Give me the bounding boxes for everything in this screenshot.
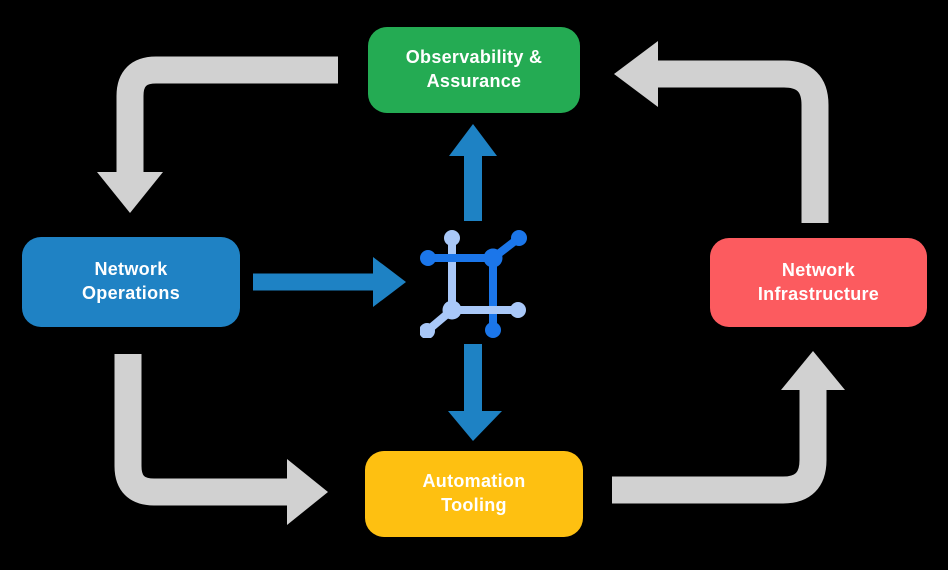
network-icon-light-branch xyxy=(420,230,462,338)
arrow-automation-to-infrastructure xyxy=(612,351,845,504)
arrow-center-to-observability xyxy=(449,124,497,221)
arrow-operations-to-center xyxy=(253,257,406,307)
node-observability-label: Observability & Assurance xyxy=(405,47,543,91)
network-platform-icon xyxy=(420,230,527,338)
network-icon-light-crossbar xyxy=(452,302,526,318)
node-automation-tooling: Automation Tooling xyxy=(365,451,583,537)
arrow-operations-to-automation xyxy=(114,354,328,525)
node-operations-label: Network Operations xyxy=(81,259,181,303)
network-icon-dark-branch xyxy=(420,230,527,338)
node-observability-assurance: Observability & Assurance xyxy=(368,27,580,113)
arrow-infrastructure-to-observability xyxy=(614,41,829,223)
node-network-operations: Network Operations xyxy=(22,237,240,327)
node-infrastructure-label: Network Infrastructure xyxy=(757,259,880,304)
arrow-observability-to-operations xyxy=(97,56,338,213)
node-automation-label: Automation Tooling xyxy=(422,471,526,515)
node-network-infrastructure: Network Infrastructure xyxy=(710,238,927,327)
arrow-center-to-automation xyxy=(448,344,502,441)
